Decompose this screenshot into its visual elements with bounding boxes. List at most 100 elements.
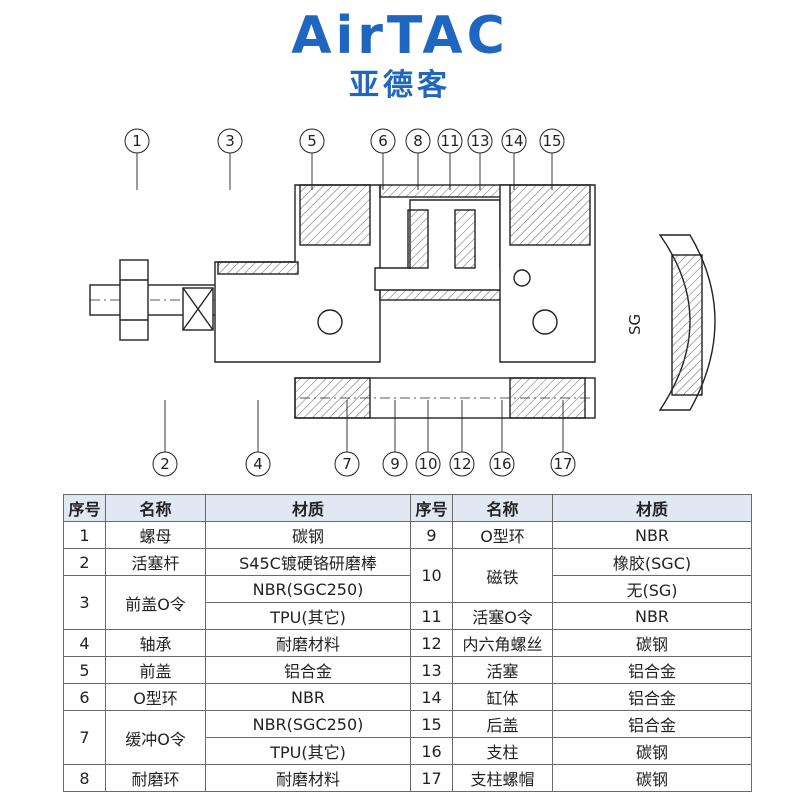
callout-bottom-circle [415, 451, 441, 477]
callout-bottom-circle [245, 451, 271, 477]
part-name: 缸体 [452, 683, 553, 711]
part-no: 9 [410, 521, 453, 549]
part-name: 耐磨环 [105, 764, 206, 792]
part-no: 13 [410, 656, 453, 684]
part-name: O型环 [105, 683, 206, 711]
callout-top-circle [501, 128, 527, 154]
callout-top-number: 6 [378, 132, 388, 150]
callout-bottom-circle [334, 451, 360, 477]
callout-top-number: 11 [440, 132, 459, 150]
part-name: 活塞O令 [452, 602, 553, 630]
callout-top-number: 3 [225, 132, 235, 150]
part-material: 碳钢 [552, 629, 752, 657]
part-no: 4 [63, 629, 106, 657]
callout-top-circle [299, 128, 325, 154]
part-name: 内六角螺丝 [452, 629, 553, 657]
parts-table: 序号 名称 材质 序号 名称 材质 1 螺母 碳钢 9 O型环 NBR 2 活塞… [63, 494, 752, 792]
part-material: NBR [205, 683, 411, 711]
part-no: 10 [410, 548, 453, 603]
table-row: 4 轴承 耐磨材料 12 内六角螺丝 碳钢 [63, 629, 752, 657]
callout-top-circle [437, 128, 463, 154]
part-no: 14 [410, 683, 453, 711]
part-no: 12 [410, 629, 453, 657]
callout-top-number: 8 [413, 132, 423, 150]
header-no-left: 序号 [63, 494, 106, 522]
part-no: 11 [410, 602, 453, 630]
callout-bottom-number: 16 [492, 455, 511, 473]
part-material: NBR [552, 602, 752, 630]
part-name: 后盖 [452, 710, 553, 738]
header-material-right: 材质 [552, 494, 752, 522]
callout-bottom-number: 2 [160, 455, 170, 473]
callout-bottom-number: 7 [342, 455, 352, 473]
part-no: 7 [63, 710, 106, 765]
part-material: 铝合金 [552, 683, 752, 711]
callout-top-number: 14 [504, 132, 523, 150]
part-material: 碳钢 [552, 764, 752, 792]
part-no: 2 [63, 548, 106, 576]
part-material: 铝合金 [552, 656, 752, 684]
callout-bottom-circle [152, 451, 178, 477]
part-name: O型环 [452, 521, 553, 549]
table-row: 1 螺母 碳钢 9 O型环 NBR [63, 521, 752, 549]
part-no: 1 [63, 521, 106, 549]
part-material: S45C镀硬铬研磨棒 [205, 548, 411, 576]
callout-top-circle [124, 128, 150, 154]
table-row: 3 前盖O令 NBR(SGC250) 无(SG) [63, 575, 752, 630]
callout-top-circle [217, 128, 243, 154]
part-no: 6 [63, 683, 106, 711]
table-row: 8 耐磨环 耐磨材料 17 支柱螺帽 碳钢 [63, 764, 752, 792]
callout-top-number: 15 [542, 132, 561, 150]
part-name: 轴承 [105, 629, 206, 657]
callout-top-circle [467, 128, 493, 154]
callout-top-number: 13 [470, 132, 489, 150]
logo-chinese-name: 亚德客 [349, 68, 451, 103]
callout-top-number: 5 [307, 132, 317, 150]
table-row: 7 缓冲O令 NBR(SGC250) 15 后盖 铝合金 [63, 710, 752, 765]
callout-top-circle [405, 128, 431, 154]
logo-wordmark: AirTAC [291, 6, 509, 66]
part-name: 活塞 [452, 656, 553, 684]
part-material: TPU(其它) [205, 602, 411, 630]
callout-top-circle [539, 128, 565, 154]
header-name-left: 名称 [105, 494, 206, 522]
part-material: 耐磨材料 [205, 629, 411, 657]
callout-bottom-circle [489, 451, 515, 477]
callout-bottom-circle [449, 451, 475, 477]
table-row: 5 前盖 铝合金 13 活塞 铝合金 [63, 656, 752, 684]
part-no: 16 [410, 737, 453, 765]
part-no: 15 [410, 710, 453, 738]
part-material: 橡胶(SGC) [552, 548, 752, 576]
part-name: 前盖O令 [105, 575, 206, 630]
callout-bottom-number: 9 [390, 455, 400, 473]
part-material: 碳钢 [205, 521, 411, 549]
callouts-bottom-group: 2 4 7 9 10 12 16 17 [152, 400, 576, 477]
part-no: 3 [63, 575, 106, 630]
part-material: 耐磨材料 [205, 764, 411, 792]
part-name: 缓冲O令 [105, 710, 206, 765]
brand-logo: AirTAC 亚德客 [0, 0, 800, 103]
part-material: 铝合金 [205, 656, 411, 684]
part-name: 螺母 [105, 521, 206, 549]
header-name-right: 名称 [452, 494, 553, 522]
header-no-right: 序号 [410, 494, 453, 522]
parts-table-header: 序号 名称 材质 序号 名称 材质 [63, 494, 752, 522]
table-row: TPU(其它) 16 支柱 碳钢 [64, 737, 752, 765]
part-no: 5 [63, 656, 106, 684]
table-row: 2 活塞杆 S45C镀硬铬研磨棒 10 磁铁 橡胶(SGC) [63, 548, 752, 603]
part-name: 活塞杆 [105, 548, 206, 576]
callout-bottom-circle [550, 451, 576, 477]
part-material: TPU(其它) [205, 737, 411, 765]
callout-bottom-number: 4 [253, 455, 263, 473]
sg-label: SG [626, 314, 644, 335]
callout-bottom-number: 10 [418, 455, 437, 473]
part-material: 无(SG) [552, 575, 752, 603]
part-material: NBR(SGC250) [205, 710, 411, 738]
callout-bottom-number: 12 [452, 455, 471, 473]
part-name: 前盖 [105, 656, 206, 684]
callout-bottom-circle [382, 451, 408, 477]
part-material: 碳钢 [552, 737, 752, 765]
callout-bottom-number: 17 [553, 455, 572, 473]
